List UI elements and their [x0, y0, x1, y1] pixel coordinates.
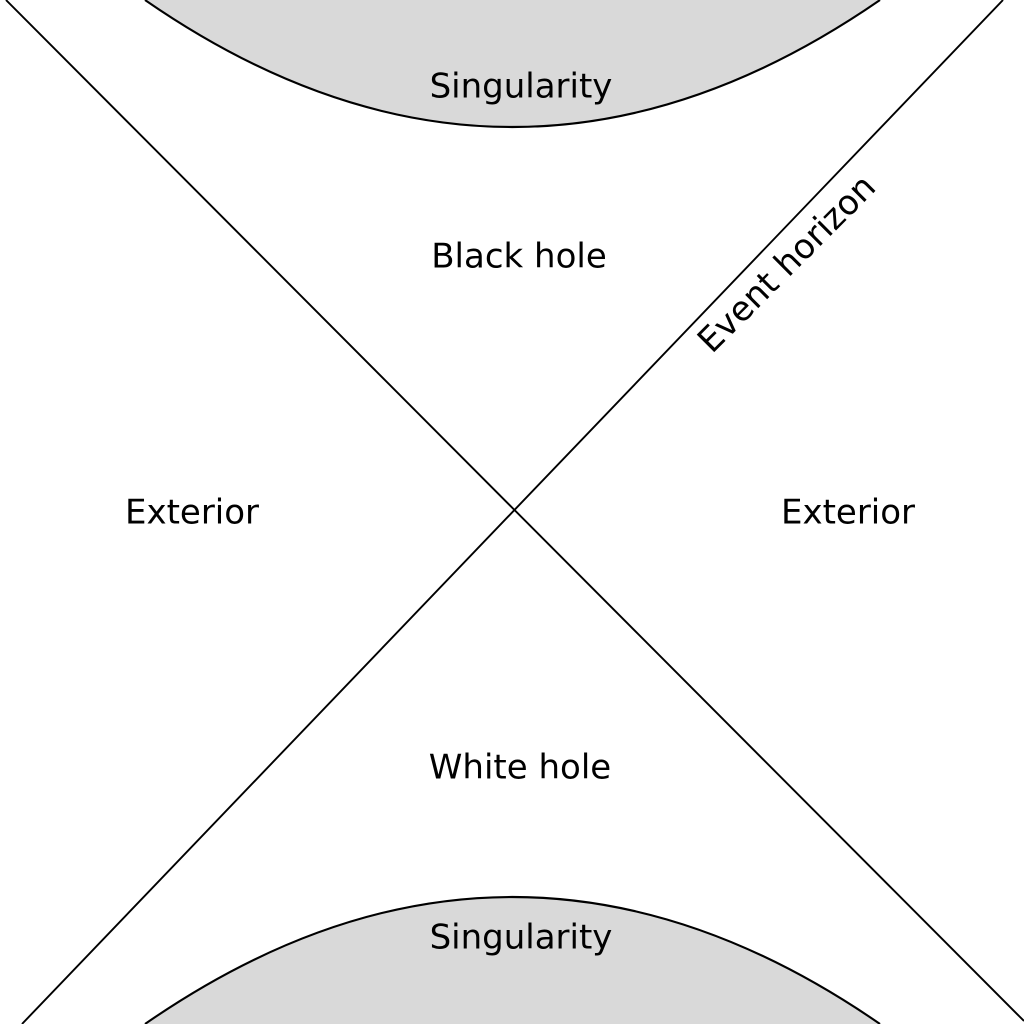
label-exterior-right: Exterior — [781, 493, 915, 533]
event-horizon-lines — [5, 0, 1024, 1024]
label-singularity-top: Singularity — [430, 67, 613, 107]
label-white-hole: White hole — [429, 748, 611, 788]
event-horizon-line-descending — [21, 0, 1004, 1024]
singularity-bottom-boundary-curve — [144, 896, 881, 1024]
label-singularity-bottom: Singularity — [430, 918, 613, 958]
singularity-bottom-region — [0, 897, 1024, 1024]
singularity-top-region — [0, 0, 1024, 127]
label-exterior-left: Exterior — [125, 493, 259, 533]
label-black-hole: Black hole — [431, 237, 607, 277]
singularity-top-boundary-curve — [144, 0, 881, 128]
